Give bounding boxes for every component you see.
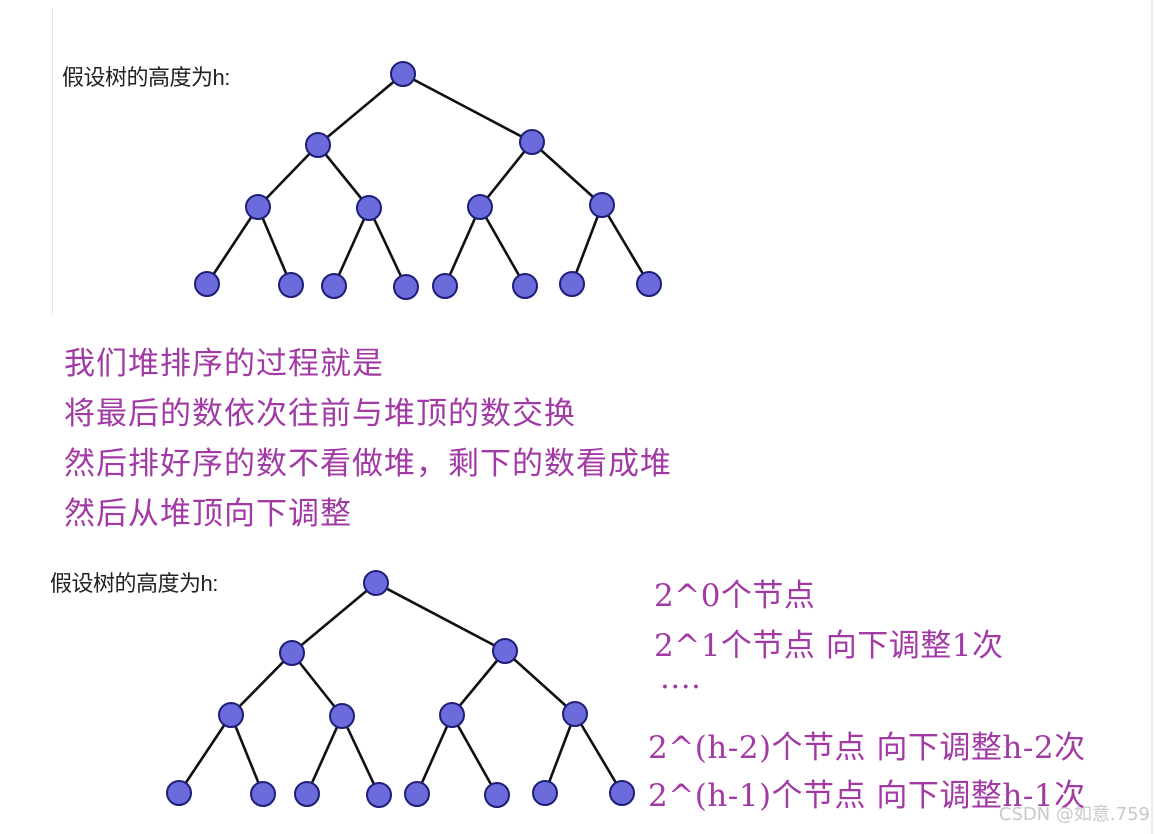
tree-edge [290,652,344,717]
tree-node [356,195,382,221]
tree-node [218,702,244,728]
tree-node [589,192,615,218]
tree-edge [543,713,577,794]
tree-node [512,273,538,299]
tree-node [194,271,220,297]
tree-edge [504,650,576,715]
tree-node [559,271,585,297]
level-note-h-2: 2^(h-2)个节点 向下调整h-2次 [648,730,1086,766]
tree-edge [205,206,260,285]
tree-edge [478,141,534,208]
tree-node [492,638,518,664]
tree-edge [305,715,344,795]
tree-node [321,273,347,299]
screenshot-border [52,8,53,314]
tree-edge [415,714,454,795]
tree-node [532,780,558,806]
tree-edge [177,714,233,794]
tree-edge [317,73,404,146]
tree-node [166,780,192,806]
description-line-4: 然后从堆顶向下调整 [64,496,352,532]
level-note-1: 2^1个节点 向下调整1次 [654,628,1004,664]
tree-node [305,132,331,158]
tree-node [467,194,493,220]
tree-node [484,782,510,808]
tree-node [250,781,276,807]
tree-edge [478,206,527,287]
tree-node [404,781,430,807]
tree-edge [229,714,265,795]
tree-node [366,782,392,808]
tree-node [390,61,416,87]
tree-edge [450,714,499,796]
tree-node [432,273,458,299]
tree-node [279,640,305,666]
tree-edge [291,582,377,654]
tree-node [278,272,304,298]
tree-edge [450,650,507,716]
tree-edge [340,715,381,796]
tree-edge [332,207,371,287]
tree-node [439,702,465,728]
tree-edge [570,204,604,285]
tree-node [294,781,320,807]
tree-edge [367,207,408,288]
tree-node [519,129,545,155]
tree-edge [230,652,293,716]
tree-edge [600,204,651,285]
tree-edge [257,144,319,208]
tree-edge [375,581,506,653]
tree-caption-top: 假设树的高度为h: [62,65,230,90]
tree-node [393,274,419,300]
description-line-3: 然后排好序的数不看做堆，剩下的数看成堆 [64,446,672,482]
page-right-border [1151,0,1153,834]
binary-tree-top [194,61,662,300]
tree-edge [316,144,371,209]
level-note-ellipsis: .... [660,660,702,696]
watermark: CSDN @如意.759 [998,804,1150,825]
tree-node [363,570,389,596]
tree-edge [531,141,603,206]
tree-node [245,194,271,220]
tree-edge [402,72,533,144]
tree-node [609,780,635,806]
tree-node [562,701,588,727]
tree-node [329,703,355,729]
tree-edge [256,206,293,286]
description-line-1: 我们堆排序的过程就是 [64,346,384,382]
tree-node [636,271,662,297]
description-line-2: 将最后的数依次往前与堆顶的数交换 [64,396,576,432]
tree-caption-bottom: 假设树的高度为h: [50,571,218,596]
tree-edge [573,713,624,794]
level-note-h-1: 2^(h-1)个节点 向下调整h-1次 [648,778,1086,814]
level-note-0: 2^0个节点 [654,578,816,614]
tree-edge [443,206,482,287]
